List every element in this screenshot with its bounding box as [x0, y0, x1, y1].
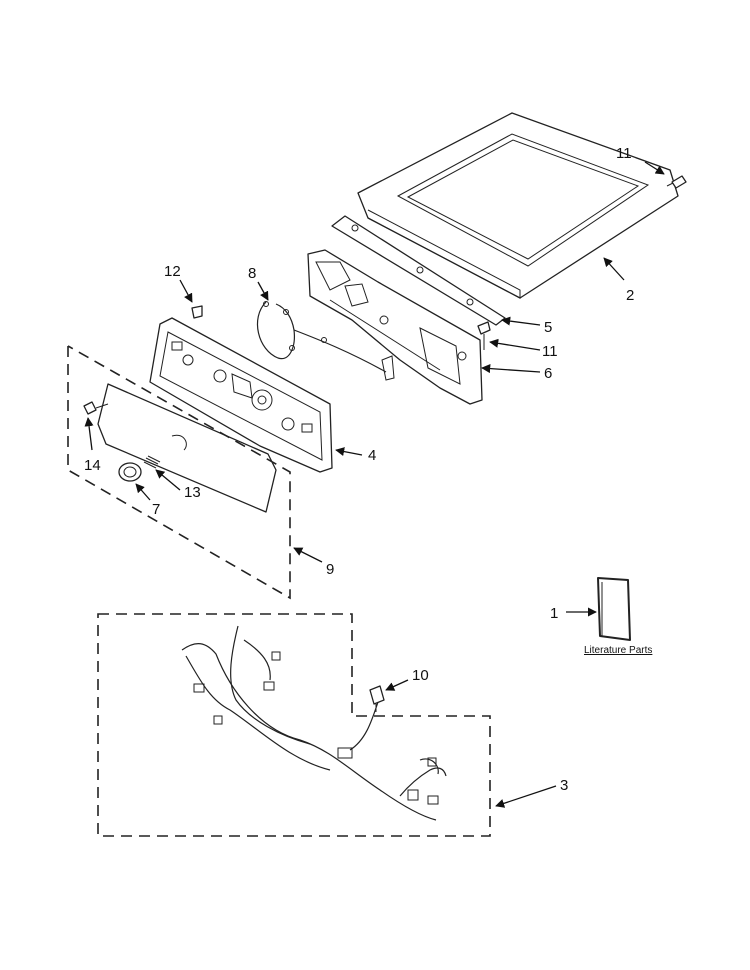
callout-10: 10 — [412, 667, 429, 684]
wire-loop — [256, 301, 395, 381]
leader-lines — [84, 161, 665, 808]
callout-13: 13 — [184, 484, 201, 501]
callout-7: 7 — [152, 501, 160, 518]
dashed-box-9 — [67, 345, 291, 600]
screw-12 — [191, 305, 203, 319]
callout-9: 9 — [326, 561, 334, 578]
overlay-panel — [97, 383, 277, 513]
callout-6: 6 — [544, 365, 552, 382]
knob-7 — [118, 462, 142, 482]
callout-2: 2 — [626, 287, 634, 304]
callout-5: 5 — [544, 319, 552, 336]
top-panel — [357, 112, 679, 299]
wire-harness — [181, 625, 447, 821]
console — [149, 317, 333, 473]
callout-4: 4 — [368, 447, 376, 464]
callout-14: 14 — [84, 457, 101, 474]
callout-11-top: 11 — [616, 145, 632, 162]
screw-mid — [477, 321, 491, 350]
part-10 — [369, 685, 385, 712]
spring-13 — [143, 455, 161, 469]
clip-14 — [83, 401, 109, 415]
screw-top — [666, 175, 687, 189]
callout-8: 8 — [248, 265, 256, 282]
control-bracket — [307, 249, 483, 405]
callout-11-mid: 11 — [542, 343, 558, 360]
literature-booklet — [597, 577, 631, 641]
callout-12: 12 — [164, 263, 181, 280]
literature-parts-label: Literature Parts — [584, 645, 652, 656]
callout-3: 3 — [560, 777, 568, 794]
dashed-box-3 — [97, 613, 491, 837]
callout-1: 1 — [550, 605, 558, 622]
